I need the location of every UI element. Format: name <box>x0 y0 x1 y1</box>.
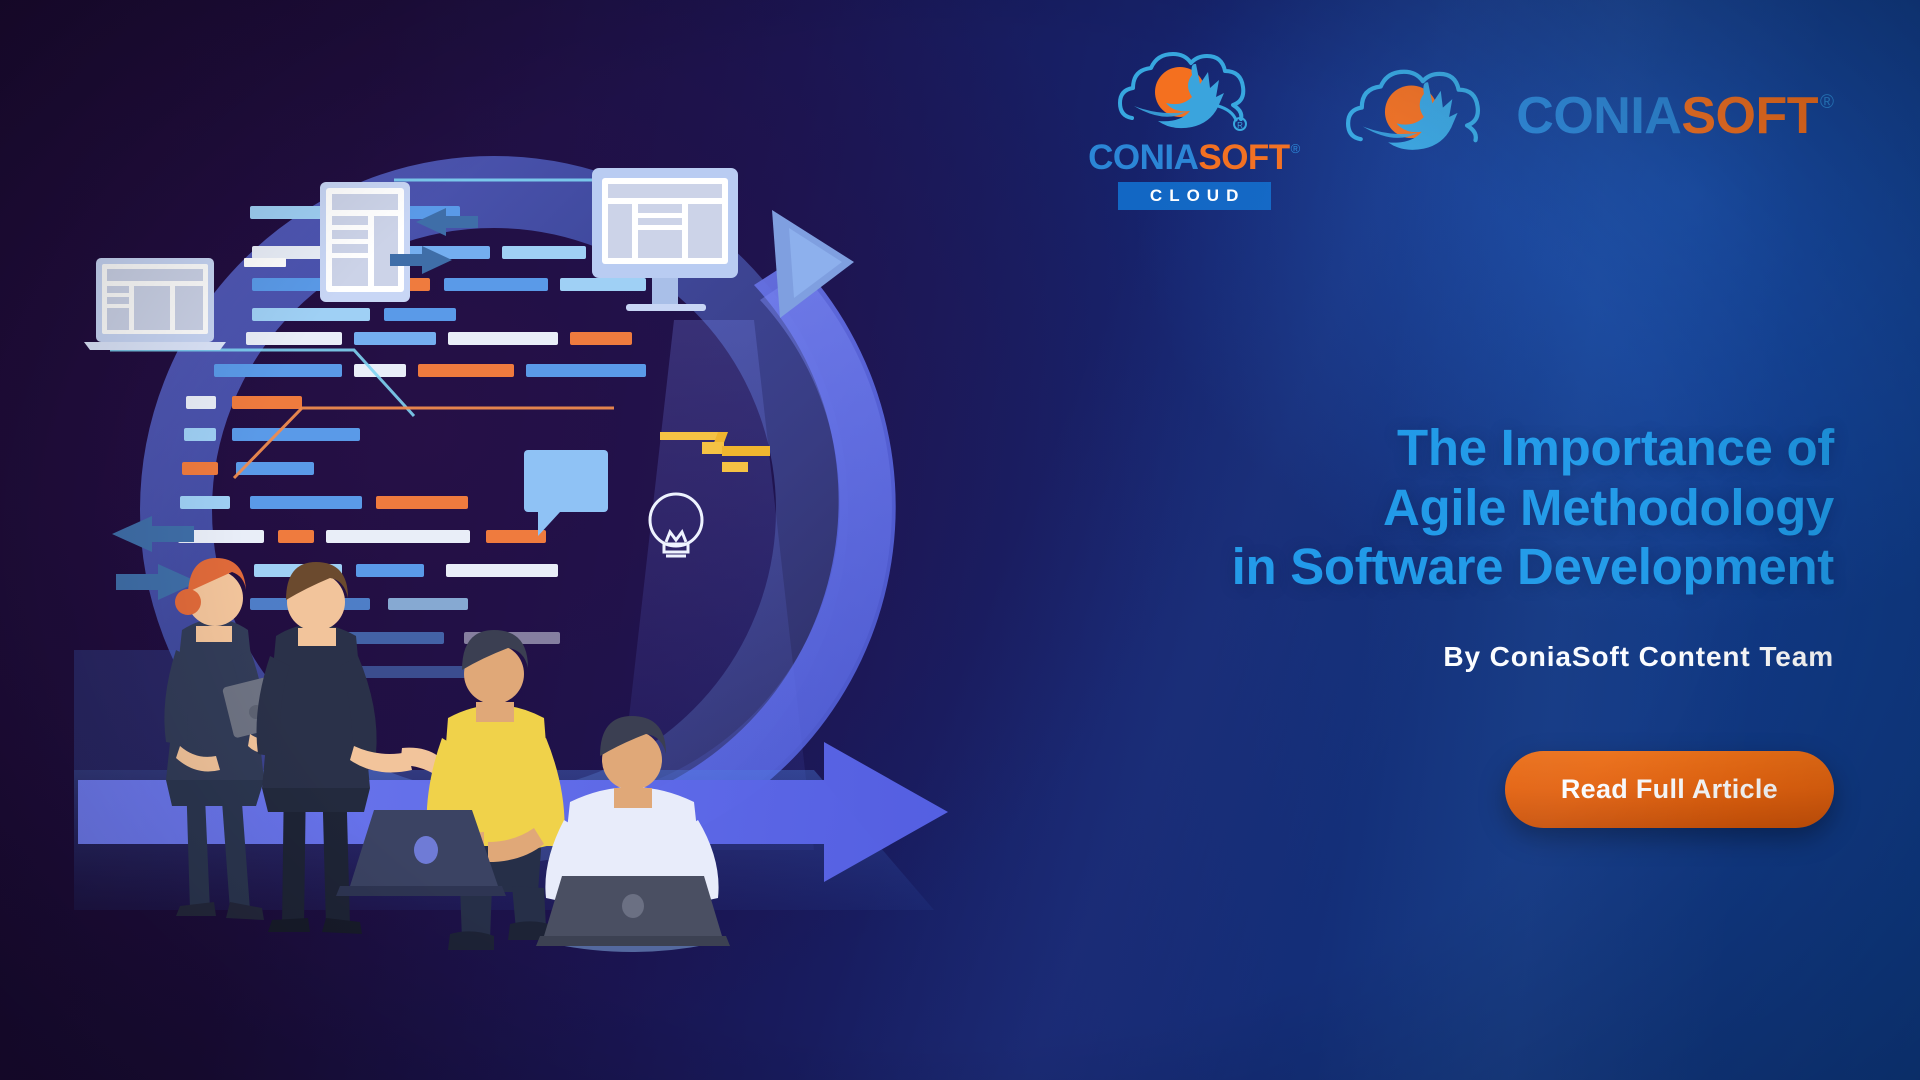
read-full-article-button[interactable]: Read Full Article <box>1504 750 1834 828</box>
byline: By ConiaSoft Content Team <box>1443 640 1834 672</box>
speech-bubble <box>524 450 608 536</box>
cta-container: Read Full Article <box>1074 750 1834 828</box>
exchange-arrows-left <box>112 516 198 600</box>
person-man-suit <box>256 562 438 934</box>
logo-cloud-registered: ® <box>1290 141 1301 156</box>
tablet-device <box>320 182 410 302</box>
logo-cloud-word-conia: CONIA <box>1088 138 1199 177</box>
yellow-accent-bars <box>660 432 770 472</box>
headline-line-1: The Importance of <box>1397 419 1834 476</box>
laptop-device <box>84 258 226 350</box>
logo-main-word-conia: CONIA <box>1516 87 1682 145</box>
coniasoft-cloud-bird-logo-icon: R <box>1118 52 1248 131</box>
illustration <box>54 150 1064 980</box>
person-seated-laptop <box>536 716 730 952</box>
person-woman-tablet <box>164 558 308 920</box>
person-yellow-sweater-laptop <box>336 630 565 950</box>
page-title: The Importance of Agile Methodology in S… <box>1074 418 1835 597</box>
svg-text:R: R <box>1237 121 1243 130</box>
headline-line-3: in Software Development <box>1231 538 1835 596</box>
exchange-arrows-top <box>390 208 478 274</box>
logo-main-registered: ® <box>1820 92 1834 113</box>
logo-main-word-soft: SOFT <box>1681 87 1818 145</box>
coniasoft-bird-logo-icon <box>1346 69 1481 150</box>
headline-line-2: Agile Methodology <box>1382 478 1834 536</box>
logo-cloud-word-soft: SOFT <box>1198 138 1290 177</box>
lightbulb-icon <box>648 492 704 558</box>
desktop-monitor <box>592 168 738 311</box>
hero-copy: The Importance of Agile Methodology in S… <box>1074 418 1834 828</box>
logo-cloud-sublabel: CLOUD <box>1117 182 1271 210</box>
